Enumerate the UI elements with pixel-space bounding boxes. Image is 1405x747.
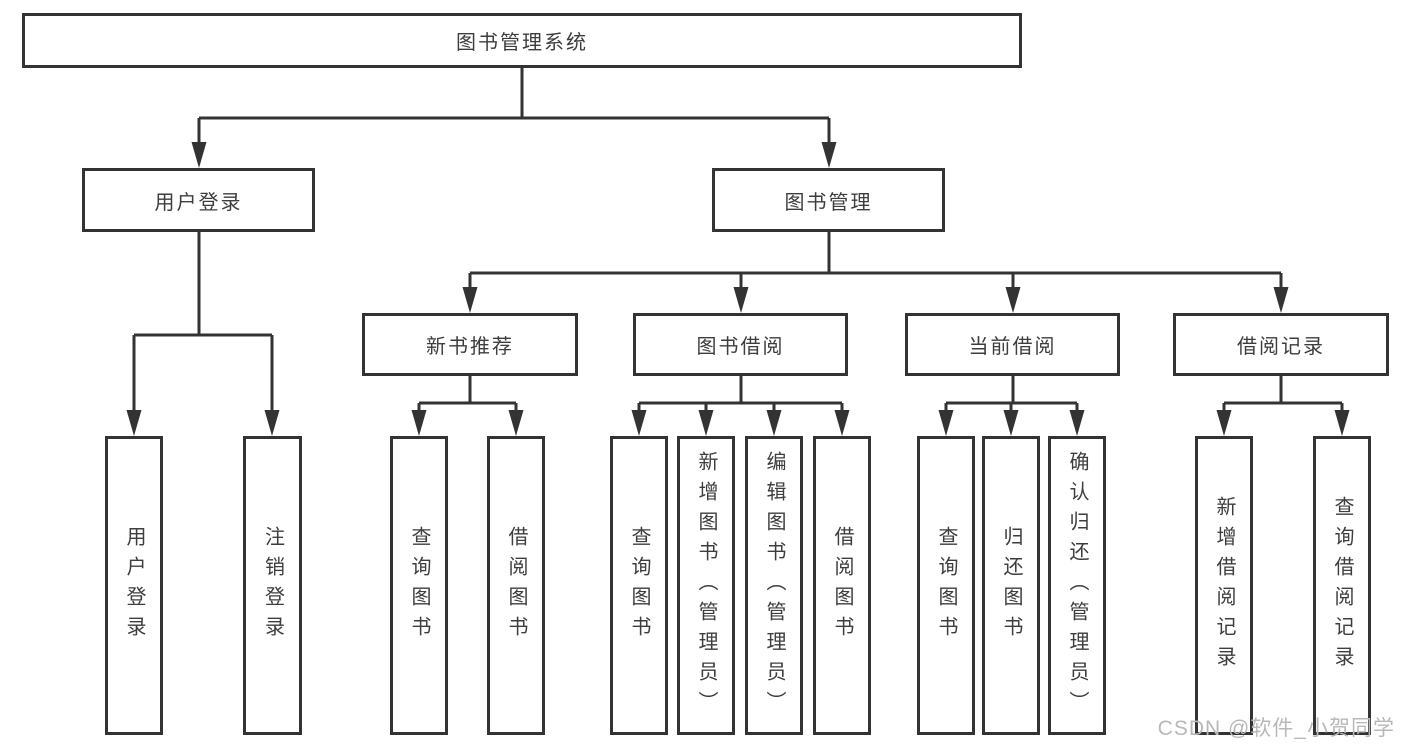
leaf-bb-query-books-label: 查询图书 xyxy=(628,525,650,646)
connector-book-borrowing xyxy=(631,376,850,436)
leaf-logout: 注销登录 xyxy=(243,436,302,735)
leaf-bb-add-books-admin: 新增图书（管理员） xyxy=(677,436,735,735)
leaf-cb-confirm-return-admin: 确认归还（管理员） xyxy=(1048,436,1106,735)
arrowhead xyxy=(834,410,850,436)
connector-root xyxy=(191,68,837,168)
leaf-br-add-record: 新增借阅记录 xyxy=(1195,436,1253,735)
leaf-nb-query-books: 查询图书 xyxy=(390,436,448,735)
leaf-nb-borrow-books-label: 借阅图书 xyxy=(505,525,527,646)
arrowhead xyxy=(1069,410,1085,436)
arrowhead xyxy=(631,410,647,436)
leaf-br-query-record-label: 查询借阅记录 xyxy=(1331,495,1353,676)
connector-new-book-recommend xyxy=(411,376,524,436)
leaf-nb-borrow-books: 借阅图书 xyxy=(487,436,545,735)
leaf-user-login-label: 用户登录 xyxy=(123,525,145,646)
node-root-label: 图书管理系统 xyxy=(456,32,588,54)
node-book-mgmt: 图书管理 xyxy=(712,168,945,232)
node-book-borrowing: 图书借阅 xyxy=(633,313,848,376)
leaf-bb-edit-books-admin-label: 编辑图书（管理员） xyxy=(763,450,785,721)
connector-user-login xyxy=(126,232,280,436)
arrowhead xyxy=(462,287,478,313)
arrowhead xyxy=(1005,287,1021,313)
arrowhead xyxy=(126,410,142,436)
node-current-borrowing-label: 当前借阅 xyxy=(968,336,1057,358)
csdn-watermark: CSDN @软件_小贺同学 xyxy=(1157,717,1395,740)
arrowhead xyxy=(411,410,427,436)
arrowhead xyxy=(733,287,749,313)
leaf-bb-add-books-admin-label: 新增图书（管理员） xyxy=(695,450,717,721)
leaf-br-query-record: 查询借阅记录 xyxy=(1313,436,1371,735)
leaf-cb-query-books: 查询图书 xyxy=(917,436,975,735)
arrowhead xyxy=(938,410,954,436)
connector-current-borrowing xyxy=(938,376,1085,436)
arrowhead xyxy=(1216,410,1232,436)
leaf-cb-return-books: 归还图书 xyxy=(982,436,1040,735)
leaf-bb-edit-books-admin: 编辑图书（管理员） xyxy=(745,436,803,735)
node-user-login-label: 用户登录 xyxy=(154,191,243,214)
leaf-cb-return-books-label: 归还图书 xyxy=(1000,525,1022,646)
node-user-login: 用户登录 xyxy=(82,168,315,232)
node-borrow-records: 借阅记录 xyxy=(1173,313,1389,376)
node-book-borrowing-label: 图书借阅 xyxy=(696,336,785,358)
arrowhead xyxy=(1273,287,1289,313)
leaf-bb-query-books: 查询图书 xyxy=(610,436,668,735)
node-book-mgmt-label: 图书管理 xyxy=(784,191,873,214)
leaf-logout-label: 注销登录 xyxy=(261,525,284,646)
arrowhead xyxy=(264,410,280,436)
node-new-book-recommend-label: 新书推荐 xyxy=(426,336,514,358)
node-borrow-records-label: 借阅记录 xyxy=(1237,336,1325,358)
leaf-user-login: 用户登录 xyxy=(105,436,163,735)
connector-book-mgmt xyxy=(462,232,1289,313)
node-current-borrowing: 当前借阅 xyxy=(905,313,1120,376)
leaf-cb-query-books-label: 查询图书 xyxy=(935,525,957,646)
arrowhead xyxy=(1003,410,1019,436)
arrowhead xyxy=(698,410,714,436)
leaf-br-add-record-label: 新增借阅记录 xyxy=(1213,495,1235,676)
arrowhead xyxy=(1334,410,1350,436)
leaf-nb-query-books-label: 查询图书 xyxy=(408,525,430,646)
arrowhead xyxy=(766,410,782,436)
leaf-bb-borrow-books: 借阅图书 xyxy=(813,436,871,735)
arrowhead xyxy=(821,142,837,168)
leaf-bb-borrow-books-label: 借阅图书 xyxy=(831,525,853,646)
node-new-book-recommend: 新书推荐 xyxy=(362,313,578,376)
connector-borrow-records xyxy=(1216,376,1350,436)
node-root-system: 图书管理系统 xyxy=(22,13,1022,68)
arrowhead xyxy=(191,142,207,168)
arrowhead xyxy=(508,410,524,436)
leaf-cb-confirm-return-admin-label: 确认归还（管理员） xyxy=(1066,450,1088,721)
